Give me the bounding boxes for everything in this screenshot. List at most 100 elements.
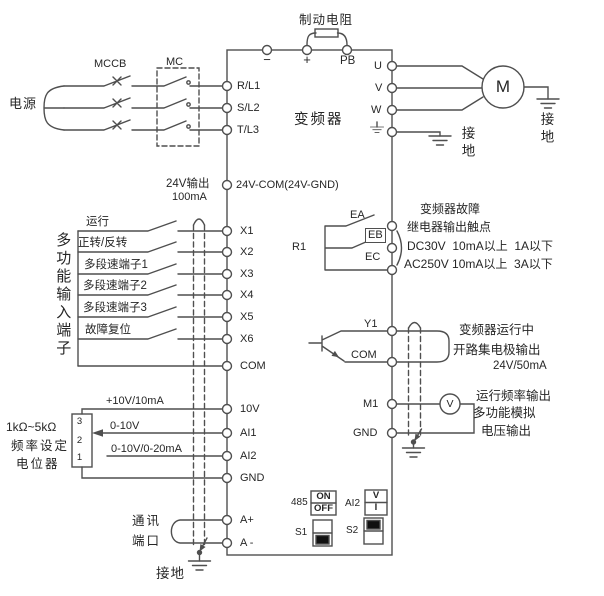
contactor-dashed-box [156,67,200,147]
terminal-m1-label: M1 [363,398,379,410]
terminal-minus-label: − [263,52,271,67]
motor-ground-label: 接地 [538,112,554,147]
pot-pin3-label: 3 [76,416,83,427]
terminal-circles [221,44,398,549]
shield-cable-left [187,218,212,571]
terminal-x3-label: X3 [240,268,254,280]
motor-ground-symbol [536,98,560,109]
brake-resistor-label: 制动电阻 [299,13,354,27]
di-fwd-rev-label: 正转/反转 [78,237,128,249]
dip-s1-label: S1 [295,527,308,538]
dip-switch-block [310,489,388,547]
terminal-gnd-label: GND [240,472,265,484]
terminal-a-plus-label: A+ [240,514,254,526]
terminal-agnd-label: GND [353,427,378,439]
mc-label: MC [166,56,184,68]
power-input-wiring [43,67,224,147]
motor-wiring [369,65,560,146]
di-speed1-label: 多段速端子1 [84,259,148,271]
terminal-x6-label: X6 [240,333,254,345]
inverter-name: 变频器 [294,112,344,128]
di-fault-reset-label: 故障复位 [85,324,131,336]
terminal-u-label: U [374,60,382,72]
terminal-ai1-label: AI1 [240,427,257,439]
wire-ai2-label: 0-10V/0-20mA [111,443,182,455]
inverter-ground-symbol [428,135,452,146]
terminal-eb-label: EB [365,228,386,243]
di-speed2-label: 多段速端子2 [83,280,147,292]
dip-485-on-label: ON [316,491,331,502]
wire-10v-label: +10V/10mA [106,395,164,407]
pot-pin1-label: 1 [76,452,83,463]
terminal-pb-label: PB [340,55,356,67]
di-speed3-label: 多段速端子3 [83,302,147,314]
di-run-label: 运行 [86,216,109,228]
terminal-ea-label: EA [350,209,365,221]
terminal-x5-label: X5 [240,311,254,323]
ao-desc-3: 电压输出 [481,424,532,438]
shield-ground-symbol-2 [401,447,426,458]
terminal-oc-com-label: COM [351,349,377,361]
dip-ai2-label: AI2 [345,498,361,509]
dip-485-off-label: OFF [314,502,333,514]
oc-rating: 24V/50mA [493,360,547,372]
terminal-ai2-label: AI2 [240,450,257,462]
voltmeter-symbol [439,393,461,415]
dip-485-label: 485 [291,497,308,508]
dip-ai2-v-label: V [372,490,380,501]
24v-com-terminal-label: 24V-COM(24V-GND) [236,179,339,191]
pot-pin2-label: 2 [76,435,83,446]
terminal-10v-label: 10V [240,403,260,415]
transistor-emitter-arrow [331,350,339,358]
terminal-v-label: V [375,82,383,94]
power-source-label: 电源 [9,96,38,111]
terminal-ec-label: EC [365,251,381,263]
dip-ai2-i-label: I [374,502,378,513]
brake-resistor-symbol [306,28,348,46]
pot-name-label-2: 电位器 [16,457,60,471]
analog-output-wiring [391,393,475,434]
terminal-x1-label: X1 [240,225,254,237]
s1-switch-position [315,534,330,545]
relay-desc-1: 变频器故障 [420,202,481,216]
motor-label: M [495,77,511,96]
pot-wiper-arrow [92,429,103,437]
terminal-x2-label: X2 [240,246,254,258]
comm-port-label-2: 端口 [132,534,162,548]
terminal-t-label: T/L3 [237,124,260,136]
analog-input-wiring [71,408,224,479]
terminal-com-label: COM [240,360,266,372]
24v-current-label: 100mA [172,191,207,203]
relay-rating-ac: AC250V 10mA以上 3A以下 [404,257,553,271]
ground-terminal-icon [369,126,385,133]
comm-port-wiring [170,519,224,544]
terminal-s-label: S/L2 [237,102,260,114]
voltmeter-label: V [446,398,454,410]
digital-input-wiring [77,220,224,367]
inverter-ground-label: 接地 [459,126,475,161]
bottom-ground-label: 接地 [156,566,185,581]
s2-switch-position [366,519,381,530]
terminal-x4-label: X4 [240,289,254,301]
terminal-w-label: W [371,104,382,116]
relay-rating-dc: DC30V 10mA以上 1A以下 [407,239,554,253]
open-collector-wiring [308,330,450,363]
shield-ground-symbol [187,560,212,571]
shield-cable-right [401,321,426,458]
wire-ai1-label: 0-10V [110,420,140,432]
digital-input-group-label: 多功能输入端子 [54,232,72,358]
oc-desc-2: 开路集电极输出 [453,343,541,357]
terminal-a-minus-label: A - [240,537,254,549]
oc-desc-1: 变频器运行中 [459,323,535,337]
comm-port-label-1: 通讯 [132,514,162,528]
relay-contacts [324,214,403,271]
relay-name-label: R1 [292,241,307,253]
terminal-plus-label: + [303,52,311,67]
potentiometer-symbol [71,413,93,468]
pot-rating-label: 1kΩ~5kΩ [6,420,57,434]
ao-desc-1: 运行频率输出 [476,389,552,403]
terminal-y1-label: Y1 [364,318,378,330]
relay-desc-2: 继电器输出触点 [407,220,492,234]
